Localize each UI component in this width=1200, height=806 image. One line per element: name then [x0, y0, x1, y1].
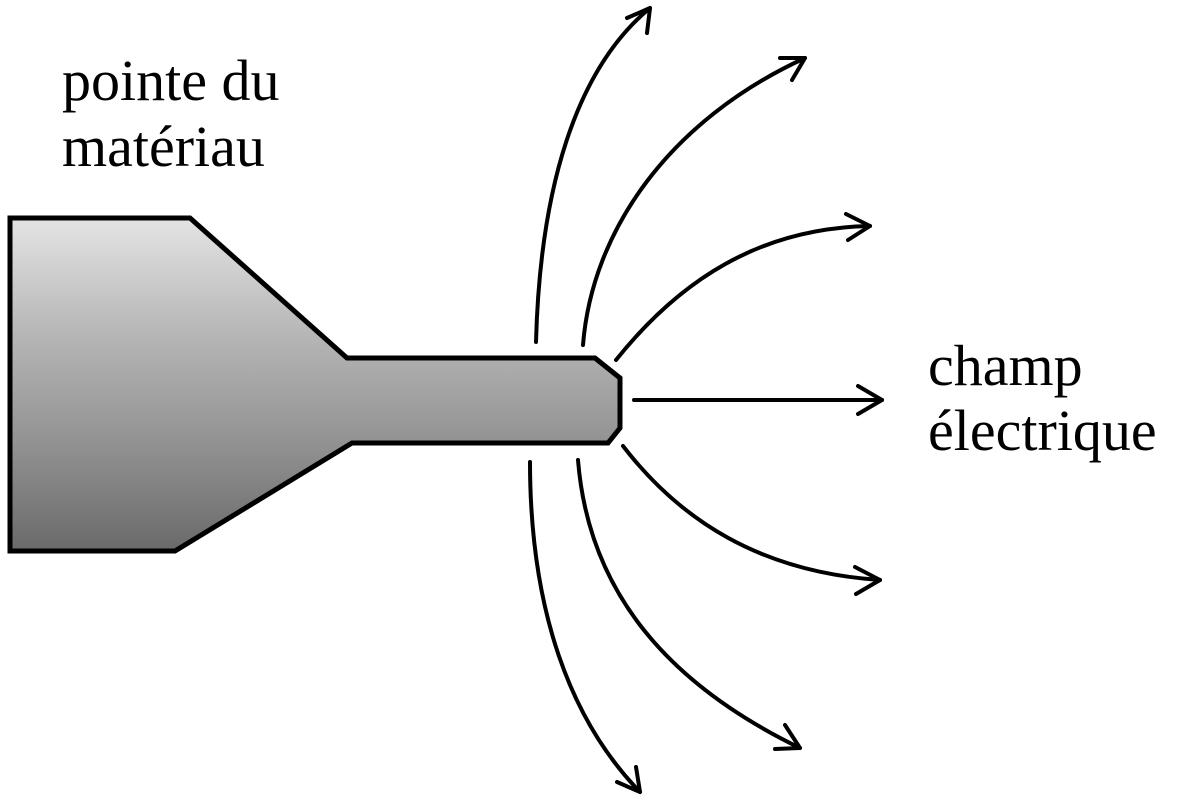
arrowhead-icon	[615, 765, 642, 794]
field-line-upper-3	[614, 212, 872, 362]
arrowhead-icon	[844, 212, 872, 242]
arrowhead-icon	[625, 6, 652, 35]
field-line-upper-2	[581, 56, 807, 347]
material-tip	[7, 215, 623, 554]
field-line-lower-2	[576, 458, 802, 751]
arrowhead-icon	[853, 565, 882, 596]
arrowhead-icon	[773, 723, 802, 751]
field-line-lower-3	[621, 444, 882, 596]
field-line-upper-1	[534, 6, 652, 344]
label-material-tip-line1: pointe du	[62, 48, 279, 113]
label-electric-field-line1: champ	[928, 333, 1083, 398]
field-line-lower-1	[528, 460, 642, 794]
label-electric-field-line2: électrique	[928, 398, 1157, 463]
field-line-center	[632, 384, 884, 416]
label-material-tip-line2: matériau	[62, 114, 265, 179]
arrowhead-icon	[778, 56, 807, 82]
arrowhead-icon	[856, 384, 884, 416]
